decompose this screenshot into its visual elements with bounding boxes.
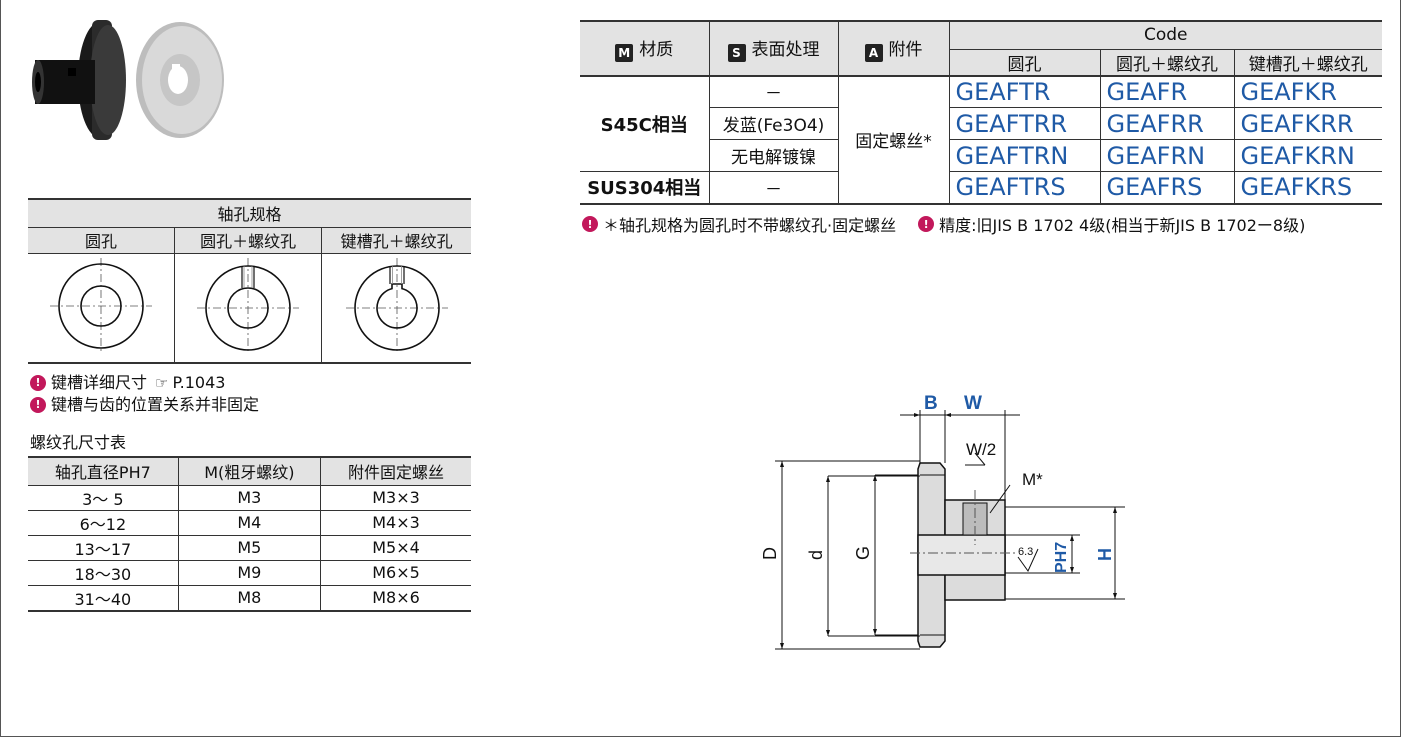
pointing-hand-icon: ☞ bbox=[155, 374, 169, 392]
code-cell[interactable]: GEAFRS bbox=[1099, 171, 1234, 205]
dim-label-G: G bbox=[853, 546, 873, 560]
note-keyway-detail: ! 键槽详细尺寸 ☞ P.1043 bbox=[30, 372, 259, 394]
code-cell[interactable]: GEAFKRN bbox=[1233, 139, 1382, 172]
notes-right: ! ＊轴孔规格为圆孔时不带螺纹孔·固定螺丝 ! 精度:旧JIS B 1702 4… bbox=[582, 212, 1305, 236]
black-gear-image bbox=[32, 20, 126, 140]
note-keyway-position: ! 键槽与齿的位置关系并非固定 bbox=[30, 394, 259, 416]
roughness-label: 6.3 bbox=[1018, 546, 1033, 558]
page-reference-link[interactable]: P.1043 bbox=[172, 373, 226, 392]
dim-label-M: M* bbox=[1022, 470, 1043, 489]
screw-table-title: 螺纹孔尺寸表 bbox=[30, 433, 127, 452]
warning-icon: ! bbox=[30, 397, 46, 413]
accessory-setscrew: 固定螺丝* bbox=[837, 75, 949, 205]
bore-round-diagram bbox=[28, 253, 175, 364]
table-row: 6～12 M4 M4×3 bbox=[28, 510, 471, 535]
surface-none: － bbox=[708, 75, 838, 108]
dim-label-W2: W/2 bbox=[966, 440, 996, 459]
dim-label-B: B bbox=[924, 393, 938, 414]
code-cell[interactable]: GEAFR bbox=[1099, 75, 1234, 108]
code-cell[interactable]: GEAFKR bbox=[1233, 75, 1382, 108]
material-tag-icon: M bbox=[615, 43, 634, 62]
dim-label-d: d bbox=[806, 550, 826, 560]
bore-spec-table: 轴孔规格 圆孔 圆孔＋螺纹孔 键槽孔＋螺纹孔 bbox=[28, 198, 471, 364]
screw-header-thread: M(粗牙螺纹) bbox=[177, 457, 321, 485]
surface-tag-icon: S bbox=[727, 43, 746, 62]
bore-col-round-tapped: 圆孔＋螺纹孔 bbox=[174, 227, 322, 253]
accessory-tag-icon: A bbox=[864, 43, 883, 62]
gear-dimension-drawing: B W W/2 M* 6.3 D d G PH7 H bbox=[760, 393, 1125, 650]
bore-spec-title: 轴孔规格 bbox=[217, 205, 282, 225]
code-cell[interactable]: GEAFKRR bbox=[1233, 107, 1382, 140]
code-cell[interactable]: GEAFTRN bbox=[948, 139, 1100, 172]
code-cell[interactable]: GEAFTRR bbox=[948, 107, 1100, 140]
surface-black-oxide: 发蓝(Fe3O4) bbox=[708, 107, 838, 140]
gear-photos bbox=[32, 20, 224, 140]
code-cell[interactable]: GEAFTR bbox=[948, 75, 1100, 108]
code-col-keyway-tapped: 键槽孔＋螺纹孔 bbox=[1233, 49, 1382, 77]
code-cell[interactable]: GEAFKRS bbox=[1233, 171, 1382, 205]
bore-col-round: 圆孔 bbox=[85, 232, 118, 251]
note-accuracy: ! 精度:旧JIS B 1702 4级(相当于新JIS B 1702ー8级) bbox=[918, 212, 1305, 236]
code-col-round: 圆孔 bbox=[948, 49, 1100, 77]
code-cell[interactable]: GEAFRR bbox=[1099, 107, 1234, 140]
table-row: 3～ 5 M3 M3×3 bbox=[28, 485, 471, 510]
warning-icon: ! bbox=[582, 216, 598, 232]
bore-keyway-tapped-diagram bbox=[321, 253, 471, 364]
screw-header-bore-dia: 轴孔直径PH7 bbox=[54, 463, 151, 483]
surface-none-sus: － bbox=[708, 171, 838, 205]
dim-label-D: D bbox=[760, 547, 780, 560]
code-cell[interactable]: GEAFRN bbox=[1099, 139, 1234, 172]
material-sus304: SUS304相当 bbox=[580, 171, 709, 205]
warning-icon: ! bbox=[30, 375, 46, 391]
silver-gear-image bbox=[136, 22, 224, 138]
table-row: 13～17 M5 M5×4 bbox=[28, 535, 471, 560]
warning-icon: ! bbox=[918, 216, 935, 232]
code-cell[interactable]: GEAFTRS bbox=[948, 171, 1100, 205]
header-code: Code bbox=[948, 21, 1382, 50]
dim-label-H: H bbox=[1095, 548, 1115, 561]
notes-left: ! 键槽详细尺寸 ☞ P.1043 ! 键槽与齿的位置关系并非固定 bbox=[30, 372, 259, 416]
surface-electroless-nickel: 无电解镀镍 bbox=[708, 139, 838, 172]
code-col-round-tapped: 圆孔＋螺纹孔 bbox=[1099, 49, 1234, 77]
table-row: 31～40 M8 M8×6 bbox=[28, 585, 471, 611]
screw-size-table: 轴孔直径PH7 M(粗牙螺纹) 附件固定螺丝 3～ 5 M3 M3×3 6～12… bbox=[28, 456, 471, 612]
dim-label-P: PH7 bbox=[1053, 542, 1070, 573]
material-s45c: S45C相当 bbox=[580, 75, 709, 172]
screw-header-setscrew: 附件固定螺丝 bbox=[320, 457, 471, 485]
bore-round-tapped-diagram bbox=[174, 253, 322, 364]
bore-col-keyway-tapped: 键槽孔＋螺纹孔 bbox=[321, 227, 471, 253]
table-row: 18～30 M9 M6×5 bbox=[28, 560, 471, 585]
note-round-bore: ! ＊轴孔规格为圆孔时不带螺纹孔·固定螺丝 bbox=[582, 212, 896, 236]
dim-label-W: W bbox=[964, 393, 982, 414]
